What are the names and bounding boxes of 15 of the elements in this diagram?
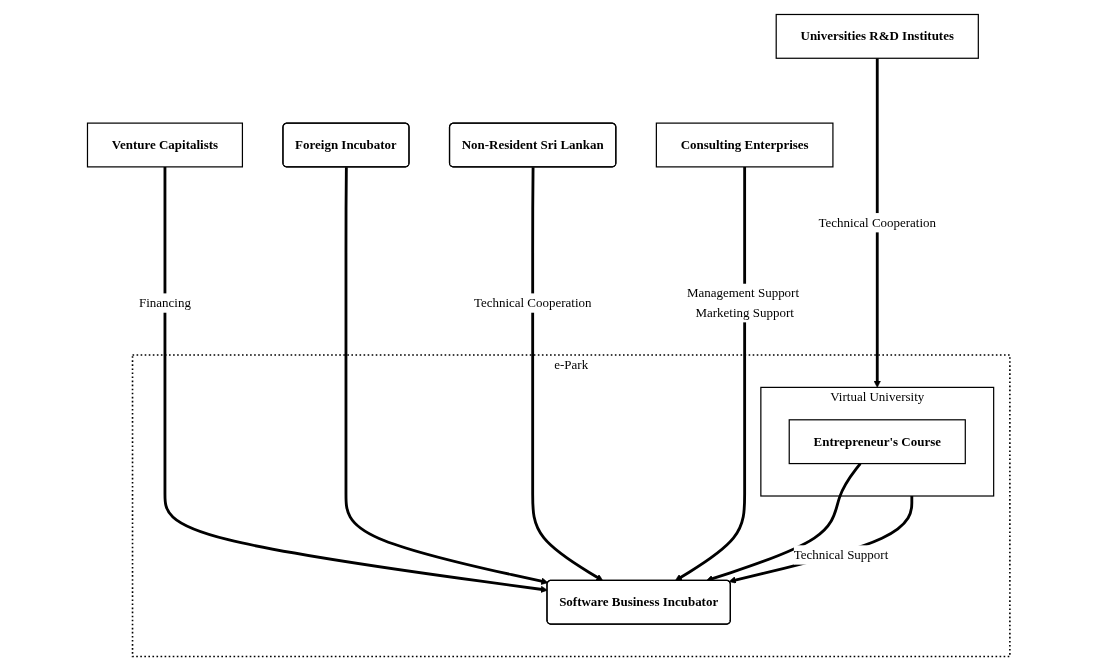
arrow — [163, 166, 548, 593]
arrow — [344, 166, 549, 585]
edge-label: Technical Support — [793, 547, 889, 561]
edge-label: Management Support Marketing Support — [686, 285, 799, 319]
node-box: Entrepreneur's Course — [788, 418, 966, 464]
node-box: Universities R&D Institutes — [775, 13, 979, 59]
arrow — [873, 57, 881, 388]
node-box: Venture Capitalists — [86, 122, 243, 167]
node-box: Consulting Enterprises — [655, 122, 834, 167]
arrow — [728, 495, 914, 583]
edge-label: Technical Cooperation — [818, 215, 936, 229]
arrow — [531, 166, 603, 581]
arrow — [674, 166, 746, 581]
edge-label: Technical Cooperation — [473, 295, 592, 310]
edge-label: Financing — [138, 295, 191, 310]
